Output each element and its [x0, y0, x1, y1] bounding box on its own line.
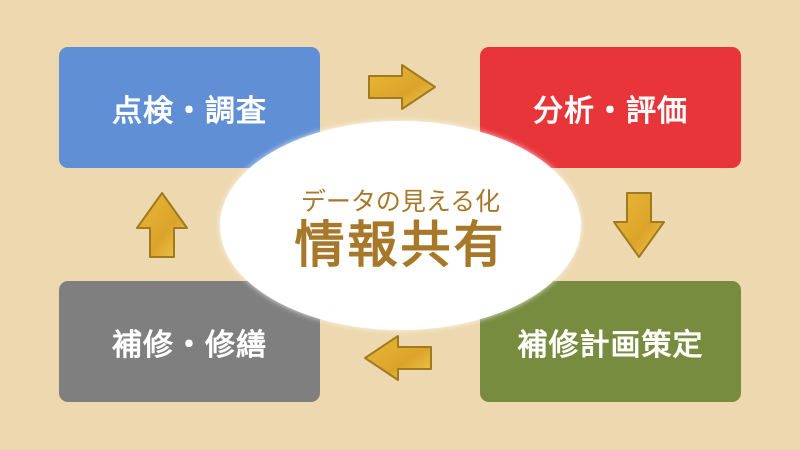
arrow-down-icon: [613, 192, 665, 258]
center-subtitle: データの見える化: [300, 187, 501, 216]
center-title: 情報共有: [294, 216, 507, 274]
step-analysis-label: 分析・評価: [533, 93, 688, 129]
step-planning-label: 補修計画策定: [517, 327, 704, 363]
arrow-right-icon: [368, 64, 436, 110]
arrow-left-icon: [364, 335, 432, 381]
step-analysis-box: 分析・評価: [480, 47, 741, 168]
step-repair-label: 補修・修繕: [112, 327, 267, 363]
center-ellipse: データの見える化 情報共有: [220, 121, 581, 330]
step-inspection-label: 点検・調査: [112, 93, 267, 129]
step-inspection-box: 点検・調査: [59, 47, 320, 168]
arrow-up-icon: [136, 192, 188, 258]
